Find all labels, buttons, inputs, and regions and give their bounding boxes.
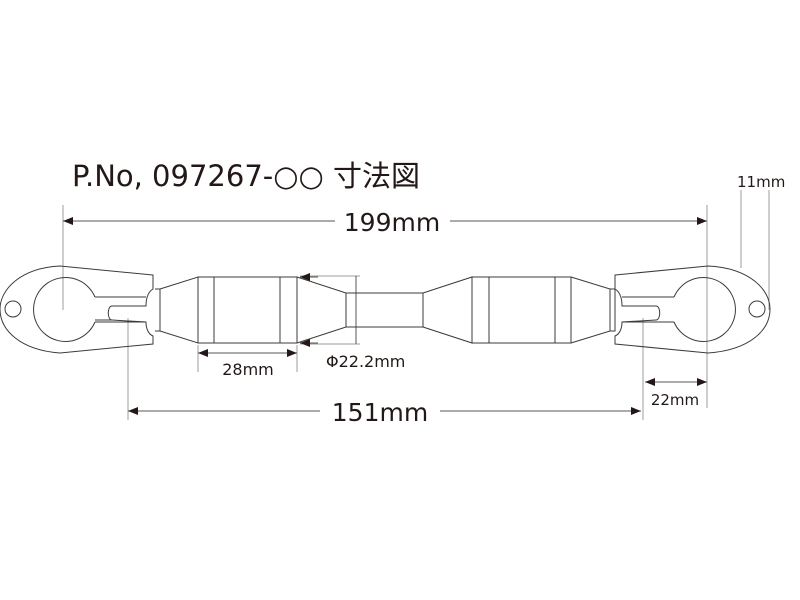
left-body	[197, 276, 298, 344]
bar-part	[0, 265, 771, 354]
right-body	[471, 276, 572, 344]
page-title: P.No, 097267-○○ 寸法図	[72, 159, 420, 193]
right-clamp	[614, 265, 771, 354]
clamp-offset-label: 22mm	[651, 391, 699, 409]
center-length-label: 151mm	[332, 398, 428, 427]
center-bar	[345, 292, 424, 328]
body-length-label: 28mm	[222, 360, 274, 379]
dimension-151: 151mm	[128, 398, 641, 427]
right-mount-hole	[748, 300, 766, 318]
dimension-22: 22mm	[645, 378, 707, 409]
left-mount-hole	[4, 300, 22, 318]
diameter-label: Φ22.2mm	[326, 352, 405, 371]
extension-lines	[62, 190, 770, 420]
hole-offset-label: 11mm	[737, 173, 785, 191]
overall-length-label: 199mm	[344, 208, 440, 237]
dimension-199: 199mm	[63, 208, 707, 237]
dimension-28: 28mm	[198, 349, 297, 379]
dimension-diameter: Φ22.2mm	[300, 273, 405, 371]
left-clamp	[0, 265, 154, 354]
